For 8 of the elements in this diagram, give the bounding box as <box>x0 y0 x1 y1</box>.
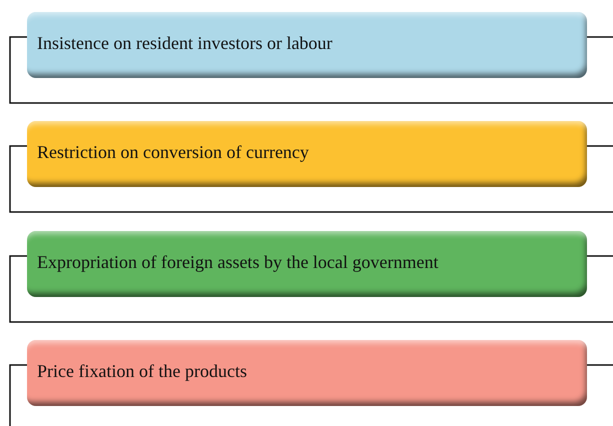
item-box <box>27 121 587 187</box>
item-text: Price fixation of the products <box>37 360 247 382</box>
item-text: Expropriation of foreign assets by the local government <box>37 252 438 272</box>
item-box <box>27 340 587 406</box>
item-text: Restriction on conversion of currency <box>37 142 309 162</box>
item-box <box>27 12 587 78</box>
item-text: Insistence on resident investors or labour <box>37 32 332 54</box>
item-box <box>27 231 587 297</box>
